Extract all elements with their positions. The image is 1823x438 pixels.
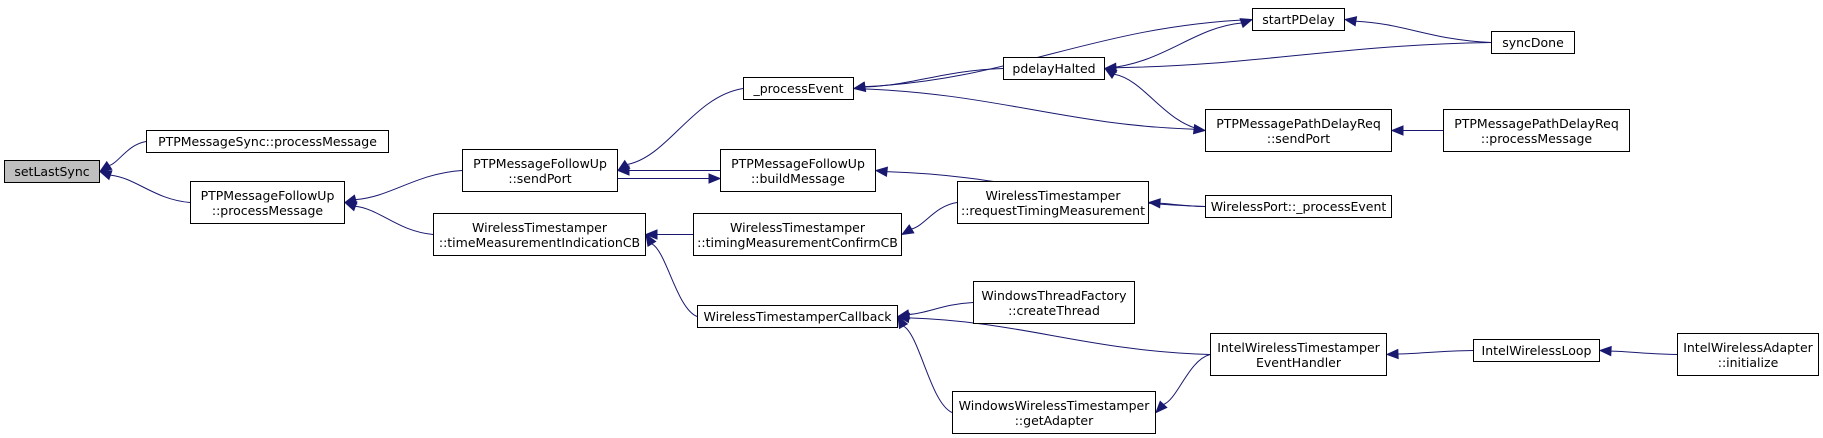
node-label: startPDelay: [1262, 12, 1335, 27]
edge-pdelayHalted-to-startPDelay: [1104, 22, 1242, 69]
edge-syncDone-to-startPDelay: [1355, 20, 1492, 43]
node-label-line1: IntelWirelessAdapter: [1683, 339, 1813, 355]
edge-processEvent-to-fuSendPort: [627, 88, 744, 165]
node-label-line1: IntelWirelessTimestamper: [1217, 339, 1380, 355]
node-label: syncDone: [1502, 35, 1564, 50]
edge-iwtHandler-to-wwtGetAdapter: [1163, 354, 1211, 405]
node-label-line1: PTPMessageFollowUp: [200, 187, 335, 203]
node-label-line2: EventHandler: [1255, 354, 1342, 370]
node-label-line1: WirelessTimestamper: [985, 187, 1121, 203]
node-label-line1: PTPMessagePathDelayReq: [1454, 115, 1619, 131]
node-label-line2: ::sendPort: [508, 170, 572, 186]
arrowhead-fuSendPort: [616, 165, 630, 176]
arrowhead-wtTimeMeas: [644, 229, 658, 240]
edge-pdelayHalted-to-processEvent: [864, 68, 1004, 88]
node-ptpmessagefollowup-sendport[interactable]: PTPMessageFollowUp ::sendPort: [462, 149, 618, 192]
edge-syncProcess-to-setLastSync: [109, 141, 147, 166]
node-label-line2: ::buildMessage: [751, 170, 845, 186]
arrowhead-setLastSync: [98, 170, 113, 181]
node-label: _processEvent: [753, 81, 844, 96]
node-ptpmessagefollowup-buildmessage[interactable]: PTPMessageFollowUp ::buildMessage: [720, 149, 876, 192]
edge-fuProcess-to-setLastSync: [110, 174, 191, 203]
node-label-line2: ::processMessage: [1480, 130, 1593, 146]
arrowhead-startPDelay: [1239, 18, 1254, 29]
node-label: WirelessPort::_processEvent: [1210, 199, 1387, 214]
edge-fuSendPort-to-fuProcess: [355, 170, 463, 201]
node-ptpmessagepathdelayreq-processmessage[interactable]: PTPMessagePathDelayReq ::processMessage: [1443, 109, 1630, 152]
edge-iwtHandler-to-wtCallback: [908, 317, 1211, 355]
node-label-line2: ::getAdapter: [1014, 412, 1094, 428]
arrowhead-wtCallback: [896, 309, 911, 320]
edge-processEvent-to-pdrSendPort: [853, 88, 1195, 130]
node-label: setLastSync: [14, 164, 90, 179]
arrowhead-iwtHandler: [1385, 348, 1399, 360]
arrowhead-iwLoop: [1598, 345, 1612, 357]
node-intelwirelessadapter-initialize[interactable]: IntelWirelessAdapter ::initialize: [1677, 333, 1819, 376]
arrowhead-wtCallback: [897, 315, 909, 330]
node-wirelesstimestamper-requesttimingmeasurement[interactable]: WirelessTimestamper ::requestTimingMeasu…: [957, 181, 1149, 224]
node-label-line2: ::processMessage: [211, 202, 324, 218]
node-wirelesstimestamper-timingmeasurementconfirmcb[interactable]: WirelessTimestamper ::timingMeasurementC…: [693, 213, 902, 256]
arrowhead-wtTimeMeas: [645, 233, 657, 248]
node-label: pdelayHalted: [1012, 61, 1096, 76]
node-label: WirelessTimestamperCallback: [703, 309, 892, 324]
node-startpdelay[interactable]: startPDelay: [1252, 8, 1345, 31]
node-label: PTPMessageSync::processMessage: [158, 134, 377, 149]
node-wirelesstimestampercallback[interactable]: WirelessTimestamperCallback: [697, 305, 898, 328]
node-label-line1: WirelessTimestamper: [730, 219, 865, 235]
node-label-line2: ::createThread: [1008, 302, 1100, 318]
node-wirelessport-processevent[interactable]: WirelessPort::_processEvent: [1205, 195, 1392, 218]
arrowhead-pdelayHalted: [1103, 67, 1118, 80]
node-label-line2: ::requestTimingMeasurement: [961, 202, 1145, 218]
edge-iwLoop-to-iwtHandler: [1397, 350, 1474, 355]
node-label-line1: WindowsThreadFactory: [981, 287, 1127, 303]
arrowhead-fuBuild: [874, 166, 889, 177]
edge-wtTimeMeas-to-fuProcess: [355, 205, 434, 235]
arrowhead-wtTimingConf: [900, 224, 915, 236]
node-label-line1: PTPMessageFollowUp: [731, 155, 865, 171]
arrowhead-setLastSync: [98, 160, 113, 173]
node-label-line1: PTPMessageFollowUp: [473, 155, 607, 171]
node-intelwirelesstimestamper-eventhandler[interactable]: IntelWirelessTimestamper EventHandler: [1210, 333, 1387, 376]
edge-wtCallback-to-wtTimeMeas: [651, 243, 698, 317]
edge-wwtGetAdapter-to-wtCallback: [903, 325, 953, 413]
node-wirelesstimestamper-timemeasurementindicationcb[interactable]: WirelessTimestamper ::timeMeasurementInd…: [433, 213, 646, 256]
edge-syncDone-to-pdelayHalted: [1115, 42, 1492, 69]
node-label-line2: ::initialize: [1717, 354, 1779, 370]
edge-wtfCreate-to-wtCallback: [908, 302, 974, 315]
node-syncdone[interactable]: syncDone: [1491, 31, 1575, 54]
arrowhead-fuProcess: [343, 201, 358, 212]
node-label-line1: WirelessTimestamper: [472, 219, 607, 235]
node-windowswirelesstimestamper-getadapter[interactable]: WindowsWirelessTimestamper ::getAdapter: [952, 391, 1156, 434]
node-setlastsync: setLastSync: [4, 160, 100, 183]
arrowhead-fuBuild: [708, 173, 722, 184]
edge-wtReqTiming-to-wtTimingConf: [911, 202, 958, 230]
edge-pdrSendPort-to-pdelayHalted: [1114, 73, 1206, 131]
node-label-line1: WindowsWirelessTimestamper: [958, 397, 1150, 413]
node-label-line2: ::timingMeasurementConfirmCB: [697, 234, 898, 250]
node-label-line2: ::sendPort: [1266, 130, 1331, 146]
arrowhead-startPDelay: [1343, 16, 1358, 27]
node-intelwirelessloop[interactable]: IntelWirelessLoop: [1473, 339, 1600, 362]
arrowhead-pdrSendPort: [1390, 125, 1404, 136]
node-ptpmessagepathdelayreq-sendport[interactable]: PTPMessagePathDelayReq ::sendPort: [1205, 109, 1392, 152]
node-windowsthreadfactory-createthread[interactable]: WindowsThreadFactory ::createThread: [973, 281, 1135, 324]
arrowhead-processEvent: [852, 81, 867, 93]
node-pdelayhalted[interactable]: pdelayHalted: [1003, 57, 1105, 80]
edge-wpProcessEvent-to-wtReqTiming: [1159, 202, 1206, 207]
arrowhead-wtReqTiming: [1147, 198, 1161, 209]
node-processevent[interactable]: _processEvent: [743, 77, 854, 100]
edge-startPDelay-to-processEvent: [864, 19, 1253, 88]
node-ptpmessagesync-processmessage[interactable]: PTPMessageSync::processMessage: [146, 130, 389, 153]
arrowhead-wwtGetAdapter: [1155, 400, 1168, 414]
node-label-line1: PTPMessagePathDelayReq: [1216, 115, 1381, 131]
node-label-line2: ::timeMeasurementIndicationCB: [438, 234, 641, 250]
node-ptpmessagefollowup-processmessage[interactable]: PTPMessageFollowUp ::processMessage: [190, 181, 345, 224]
node-label: IntelWirelessLoop: [1481, 343, 1592, 358]
edge-iwaInit-to-iwLoop: [1610, 350, 1678, 355]
